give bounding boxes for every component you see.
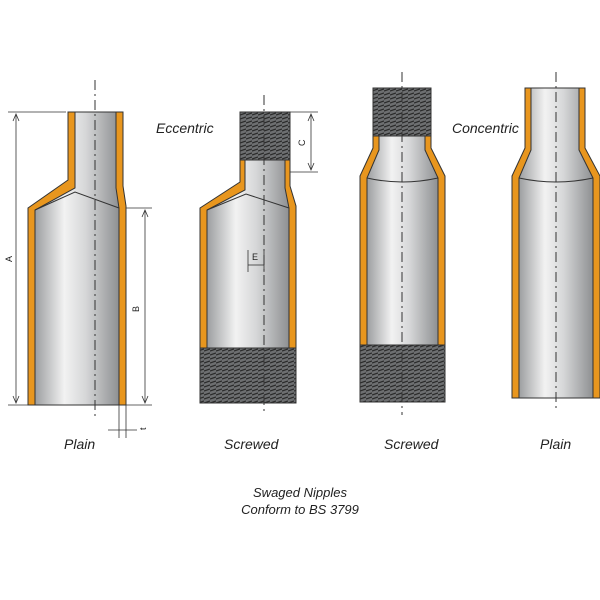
dimension-b-label: B: [131, 306, 141, 312]
fitting-3-end-type: Screwed: [384, 436, 439, 452]
concentric-screwed-nipple: [359, 72, 446, 415]
eccentric-label: Eccentric: [156, 120, 214, 136]
dimension-e: E: [247, 250, 265, 272]
cone-edge: [206, 193, 290, 211]
dimension-c: C: [290, 111, 318, 173]
nipple-body: [518, 87, 594, 399]
dimension-a: A: [4, 111, 66, 406]
fitting-2-end-type: Screwed: [224, 436, 279, 452]
concentric-label: Concentric: [452, 120, 519, 136]
dimension-b: B: [126, 207, 152, 406]
caption-subtitle: Conform to BS 3799: [241, 502, 359, 517]
top-thread: [239, 111, 291, 161]
dimension-a-label: A: [4, 256, 14, 262]
concentric-plain-nipple: [511, 72, 600, 412]
nipple-body: [34, 111, 120, 406]
bottom-thread: [199, 347, 297, 404]
eccentric-plain-nipple: [27, 80, 127, 418]
dimension-c-label: C: [297, 139, 307, 146]
dimension-t: t: [108, 405, 148, 438]
caption-title: Swaged Nipples: [253, 485, 347, 500]
fitting-4-end-type: Plain: [540, 436, 572, 452]
fitting-1-end-type: Plain: [64, 436, 96, 452]
cone-edge: [34, 191, 120, 211]
dimension-t-label: t: [138, 427, 148, 430]
dimension-e-label: E: [252, 252, 258, 262]
